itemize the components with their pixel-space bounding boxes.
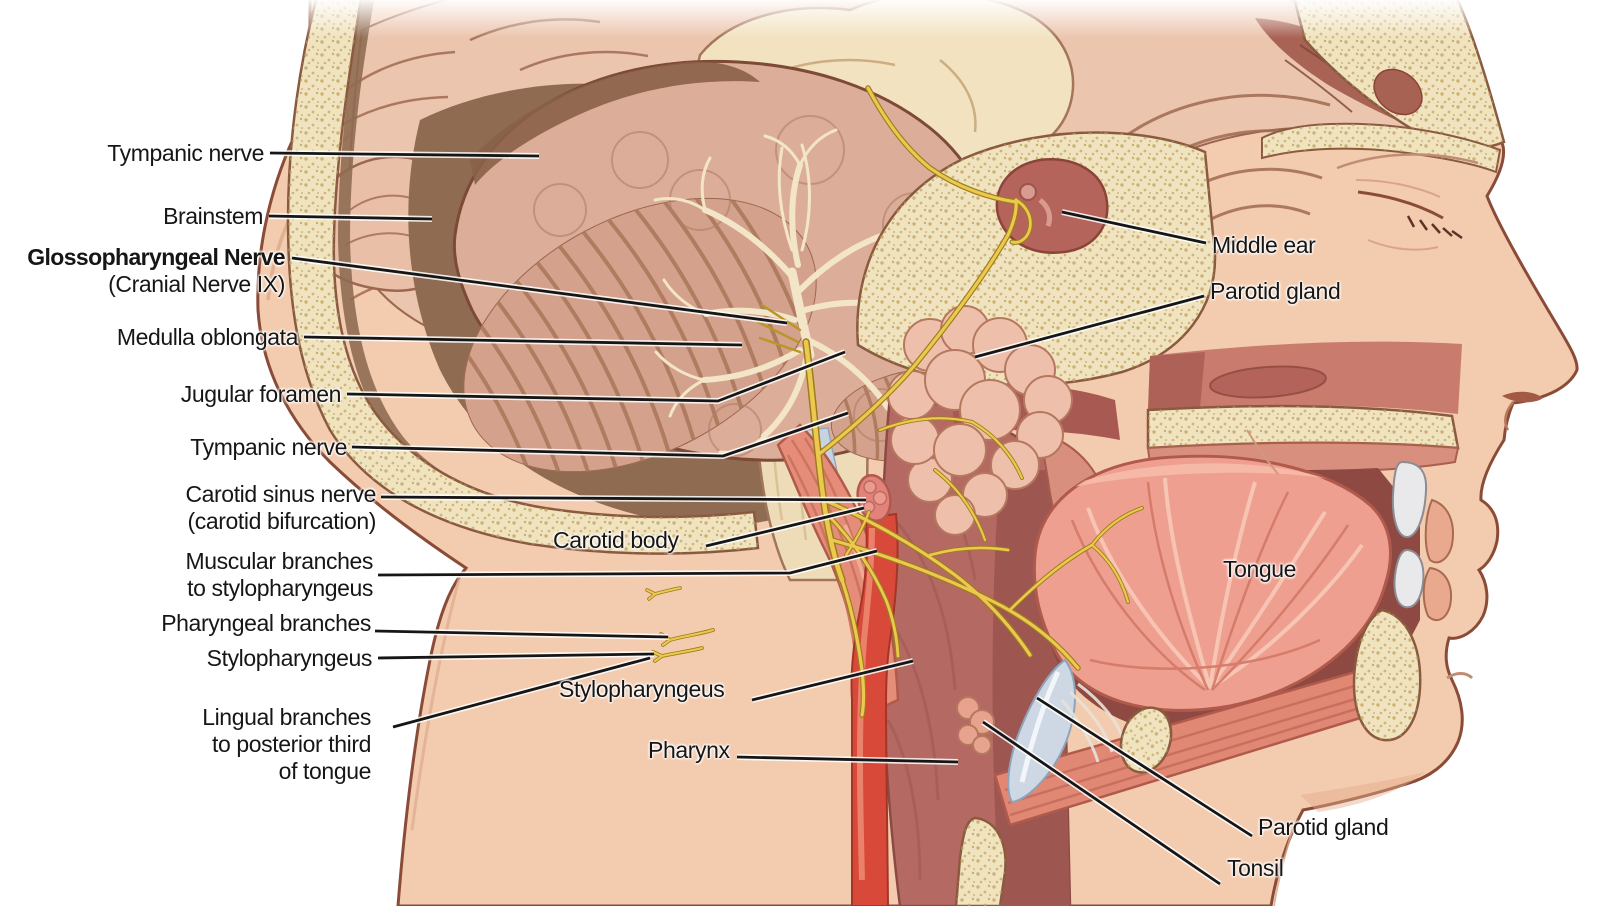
glossopharyngeal-nerve-branches: [645, 88, 1144, 715]
tonsil: [956, 696, 995, 755]
leader-brainstem: [268, 213, 433, 222]
leader-jugular-foramen: [346, 349, 847, 404]
leader-carotid-body: [705, 505, 865, 549]
label-medulla-oblongata: Medulla oblongata: [116, 324, 299, 350]
face-details: [1246, 153, 1543, 680]
leader-pharyngeal-branches: [374, 628, 669, 640]
label-stylopharyngeus-1: Stylopharyngeus: [206, 645, 373, 671]
leader-tonsil: [981, 719, 1222, 887]
leader-pharynx: [736, 754, 959, 765]
label-parotid-gland-2: Parotid gland: [1258, 814, 1389, 840]
closed-eye: [1357, 190, 1444, 220]
label-middle-ear: Middle ear: [1212, 232, 1316, 258]
nostril: [1502, 391, 1543, 403]
tongue: [1032, 454, 1392, 712]
label-pharyngeal-branches: Pharyngeal branches: [161, 610, 371, 636]
mouth: [1032, 454, 1454, 740]
turbinate: [1209, 365, 1327, 399]
leader-carotid-sinus: [380, 494, 867, 503]
cerebellum: [435, 59, 1001, 516]
leader-tympanic-nerve-1: [269, 150, 540, 159]
label-jugular-foramen: Jugular foramen: [180, 381, 342, 407]
label-tonsil: Tonsil: [1227, 855, 1284, 881]
leader-tympanic-nerve-2: [351, 410, 849, 459]
label-carotid-body: Carotid body: [553, 527, 679, 553]
leader-medulla: [303, 334, 743, 348]
leader-lines: [268, 150, 1254, 887]
leader-muscular-branches: [377, 548, 878, 578]
label-parotid-gland-1: Parotid gland: [1210, 278, 1341, 304]
tentorium: [470, 61, 760, 185]
leader-lingual-branches: [392, 655, 651, 730]
label-brainstem: Brainstem: [163, 203, 263, 229]
label-stylopharyngeus-2: Stylopharyngeus: [559, 676, 725, 702]
leader-stylopharyngeus-1: [377, 651, 655, 661]
label-pharynx: Pharynx: [648, 737, 730, 763]
label-tongue: Tongue: [1223, 556, 1297, 582]
label-glossopharyngeal-nerve: Glossopharyngeal Nerve(Cranial Nerve IX): [27, 244, 285, 297]
eyelashes: [1406, 215, 1463, 240]
label-tympanic-nerve-2: Tympanic nerve: [190, 434, 347, 460]
nasal-cavity: [1148, 341, 1462, 414]
label-tympanic-nerve-1: Tympanic nerve: [107, 140, 264, 166]
leader-middle-ear: [1061, 209, 1207, 246]
frontal-sinus: [1373, 68, 1423, 116]
leader-parotid-2: [1035, 695, 1254, 839]
middle-ear: [995, 158, 1109, 254]
label-carotid-sinus-nerve: Carotid sinus nerve(carotid bifurcation): [185, 481, 376, 534]
nerve-rootlets: [756, 303, 802, 354]
leader-glossopharyngeal: [291, 255, 788, 326]
teeth: [1391, 460, 1428, 609]
skull-bones: [286, 0, 1506, 555]
leader-parotid-1: [974, 293, 1205, 360]
top-fade: [0, 0, 1600, 38]
leader-stylopharyngeus-2: [751, 658, 914, 703]
